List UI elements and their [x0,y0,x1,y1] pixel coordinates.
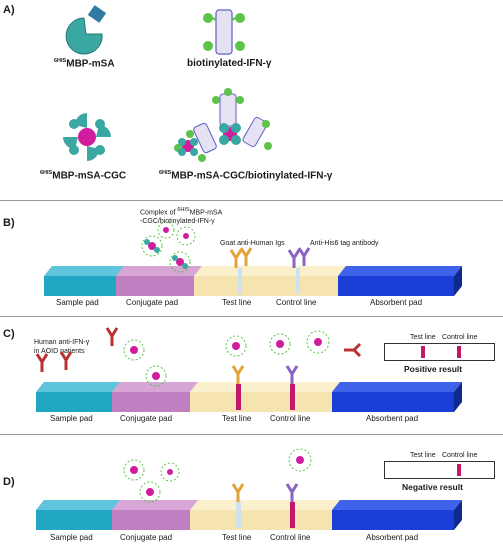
d-conjugate-pad-label: Conjugate pad [120,533,173,542]
c-test-line-label: Test line [222,414,252,423]
complex-of-label: Complex of 6HISMBP-mSA -CGC/biotinylated… [140,207,223,226]
c-result-title: Positive result [404,364,463,374]
c-result-control-line [457,346,461,358]
d-result-box [384,461,495,479]
d-result-control-line [457,464,461,476]
goat-antibody-label: Goat anti-Human Igs [220,240,285,247]
complex-label: 6HISMBP-mSA-CGC/biotinylated-IFN-γ [159,170,333,182]
c-result-control-label: Control line [442,334,478,341]
mbp-msa-icon [65,5,107,55]
d-test-line-label: Test line [222,533,252,542]
c-control-line-label: Control line [270,414,311,423]
panel-b-letter: B) [3,217,15,229]
mbp-msa-cgc-icon [63,113,111,161]
panel-a-letter: A) [3,4,15,16]
c-absorbent-pad-label: Absorbent pad [366,414,419,423]
mbp-msa-cgc-label: 6HISMBP-mSA-CGC [40,170,127,182]
d-sample-pad-label: Sample pad [50,533,93,542]
b-absorbent-pad-label: Absorbent pad [370,298,423,307]
d-result-test-label: Test line [410,452,436,459]
complex-icon [174,88,272,162]
separator-c-d [0,434,503,435]
panel-c-letter: C) [3,328,15,340]
d-result-control-label: Control line [442,452,478,459]
separator-b-c [0,316,503,317]
his-antibody-label: Anti-His6 tag antibody [310,240,379,247]
b-test-line-label: Test line [222,298,252,307]
biotinylated-ifn-label: biotinylated-IFN-γ [187,58,272,69]
c-result-test-label: Test line [410,334,436,341]
d-control-line-label: Control line [270,533,311,542]
panel-d-letter: D) [3,476,15,488]
c-sample-pad-label: Sample pad [50,414,93,423]
d-absorbent-pad-label: Absorbent pad [366,533,419,542]
c-result-test-line [421,346,425,358]
b-conjugate-pad-label: Conjugate pad [126,298,179,307]
biotinylated-ifn-icon [203,9,245,55]
c-conjugate-pad-label: Conjugate pad [120,414,173,423]
c-result-box [384,343,495,361]
separator-a-b [0,200,503,201]
b-sample-pad-label: Sample pad [56,298,99,307]
b-control-line-label: Control line [276,298,317,307]
mbp-msa-label: 6HISMBP-mSA [54,58,115,70]
d-result-title: Negative result [402,482,463,492]
